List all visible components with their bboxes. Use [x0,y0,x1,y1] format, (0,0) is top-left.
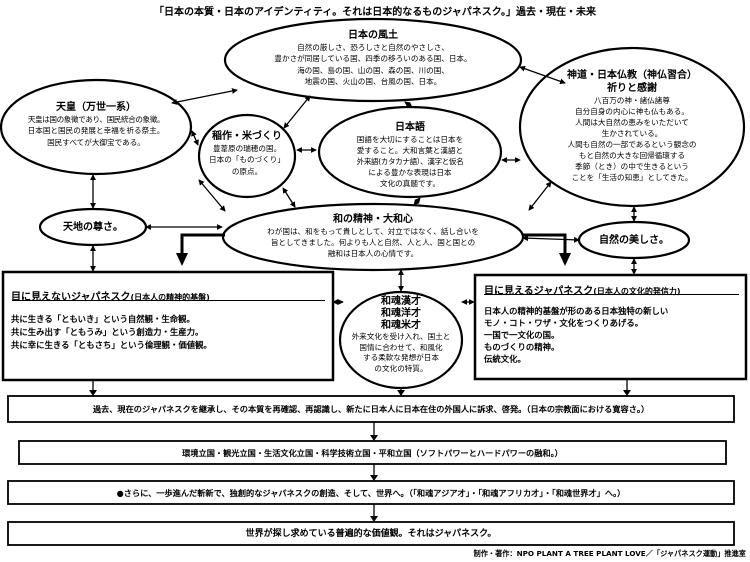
fudo-line-1: 自然の厳しさ、恐ろしさと自然のやさしさ、 [297,43,449,52]
invisible-item-3: 共に幸に生きる「ともさち」という倫理観・価値観。 [11,340,212,350]
wa-title: 和の精神・大和心 [333,214,413,225]
shinto-line-7: 季節（とき）の中で生きるという [575,162,689,171]
bar-1-text: 過去、現在のジャパネスクを継承し、その本質を再確認、再認識し、新たに日本人に日本… [92,404,650,414]
fudo-node: 日本の風土 自然の厳しさ、恐ろしさと自然のやさしさ、 豊かさが同居している国、四… [230,29,516,88]
invisible-item-1: 共に生きる「ともいき」という自然観・生命観。 [11,314,195,324]
fudo-line-4: 地震の国、火山の国、台風の国、日本。 [304,77,442,87]
inasaku-line-1: 豊葦原の瑞穂の国。 [212,144,282,153]
tenno-node: 天皇（万世一系） 天皇は国の象徴であり、国民統合の象徴。 日本国と国民の発展と幸… [2,101,190,148]
visible-title-row: 目に見えるジャパネスク(日本人の文化的発信力) [484,279,744,299]
nihongo-line-5: 文化の真髄です。 [380,179,440,188]
invisible-subtitle: (日本人の精神的基盤) [130,293,210,302]
fudo-line-2: 豊かさが同居している国、四季の移ろいのある国、日本。 [274,54,472,64]
bar-3-box [7,480,735,505]
shinto-title-2: 祈りと感謝 [607,83,657,94]
shinto-title-1: 神道・日本仏教（神仏習合） [567,70,697,81]
visible-subtitle: (日本人の文化的発信力) [593,287,681,296]
wakon-line-1: 外来文化を受け入れ、国土と [351,332,451,341]
wa-line-2: 旨としてきました。何よりも人と自然、人と人、国と国との [270,238,476,247]
bar-4-box [7,521,735,546]
visible-item-5: 伝統文化。 [484,354,526,364]
shinto-ellipse [518,46,746,208]
inasaku-title: 稲作・米づくり [212,131,282,142]
bar-1-box [7,395,735,423]
visible-title: 目に見えるジャパネスク [484,286,594,297]
visible-item-2: モノ・コト・ワザ・文化をつくりあげる。 [484,318,644,328]
visible-item-3: 一国で一文化の国。 [484,330,560,340]
shinto-line-1: 八百万の神・諸仏諸尊 [594,96,670,105]
bar-2-box [18,440,727,465]
inasaku-line-3: の原点。 [231,166,263,176]
elbow-arrowheads [176,253,571,266]
shizen-node: 自然の美しさ。 [599,235,669,246]
down-arrows [92,380,628,517]
fudo-line-3: 海の国、島の国、山の国、森の国、川の国、 [297,65,449,75]
visible-title-underline [484,294,739,295]
wakon-node: 和魂漢才 和魂洋才 和魂米才 外来文化を受け入れ、国土と 国情に合わせて、和風化… [346,296,456,374]
nihongo-line-3: 外来語(カタカナ語）、漢字と仮名 [356,157,464,166]
shinto-line-8: ことを「生活の知恵」としてきた。 [571,173,693,182]
visible-items: 日本人の精神的基盤が形のある日本独特の新しい モノ・コト・ワザ・文化をつくりあげ… [484,305,744,365]
footer-credit: 制作・著作：NPO PLANT A TREE PLANT LOVE／「ジャパネス… [473,549,747,558]
wakon-title-1: 和魂漢才 [381,296,421,307]
tenno-ellipse [0,78,193,176]
down-arrowheads [89,390,631,522]
fudo-title: 日本の風土 [348,30,398,41]
inasaku-line-2: 日本の「ものづくり」 [209,155,285,165]
nihongo-title: 日本語 [395,122,425,133]
bar-2-text: 環境立国・観光立国・生活文化立国・科学技術立国・平和立国（ソフトパワーとハードパ… [182,448,563,458]
shinto-node: 神道・日本仏教（神仏習合） 祈りと感謝 八百万の神・諸仏諸尊 自分自身の内心に神… [522,69,742,183]
invisible-title-row: 目に見えないジャパネスク(日本人の精神的基盤) [11,285,329,305]
wakon-line-4: の文化の特質。 [374,363,428,373]
shinto-line-6: もと自然の大きな回帰循環する [578,151,686,160]
bar-3-text: ●さらに、一歩進んだ斬新で、独創的なジャパネスクの創造、そして、世界へ。（「和魂… [116,488,626,498]
visible-item-4: ものづくりの精神。 [484,342,560,352]
tenno-title: 天皇（万世一系） [56,102,136,113]
wakon-line-2: 国情に合わせて、和風化 [359,342,443,352]
elbow-arrows [180,233,567,254]
tenno-line-2: 日本国と国民の発展と幸福を祈る祭主。 [27,126,165,136]
wa-line-1: わが国は、和をもって貴しとして、対立ではなく、話し合いを [267,227,479,236]
shinto-line-3: 人間は大自然の恵みをいただいて [575,118,689,127]
inasaku-ellipse [197,113,297,199]
wa-line-3: 融和は日本人の心情です。 [327,249,419,258]
connector-arrows [90,65,637,305]
invisible-box [1,270,335,382]
invisible-item-2: 共に生み出す「ともうみ」という創造力・生産力。 [11,327,204,337]
inasaku-node: 稲作・米づくり 豊葦原の瑞穂の国。 日本の「ものづくり」 の原点。 [199,130,295,177]
wakon-line-3: する柔軟な発想が日本 [363,353,439,362]
nihongo-line-1: 国語を大切にすることは日本を [356,135,464,144]
shinto-line-4: 生かされている。 [601,129,663,138]
tenno-line-1: 天皇は国の象徴であり、国民統合の象徴。 [27,115,165,124]
wakon-title-2: 和魂洋才 [381,308,421,319]
visible-box [473,273,748,381]
invisible-title-underline [12,300,325,301]
fudo-ellipse [223,17,523,103]
nihongo-line-4: による豊かな表現は日本 [368,168,452,177]
nihongo-node: 日本語 国語を大切にすることは日本を 愛すること。大和言葉と漢語と 外来語(カタ… [330,121,490,189]
shinto-line-5: 人間も自然の一部であるという観念の [567,140,697,149]
invisible-title: 目に見えないジャパネスク [11,292,131,303]
invisible-items: 共に生きる「ともいき」という自然観・生命観。 共に生み出す「ともうみ」という創造… [11,313,329,352]
nihongo-line-2: 愛すること。大和言葉と漢語と [356,146,464,155]
shinto-line-2: 自分自身の内心に神も仏もある。 [575,107,689,116]
wa-node: 和の精神・大和心 わが国は、和をもって貴しとして、対立ではなく、話し合いを 旨と… [228,213,518,259]
page-title: 「日本の本質・日本のアイデンティティ。それは日本的なるものジャパネスク。」過去・… [154,7,596,18]
tenchi-node: 天地の尊さ。 [63,222,123,233]
visible-item-1: 日本人の精神的基盤が形のある日本独特の新しい [484,306,669,316]
tenno-line-3: 国民すべてが大御宝である。 [47,137,145,147]
bar-4-text: 世界が探し求めている普遍的な価値観。それはジャパネスク。 [245,529,497,539]
wakon-title-3: 和魂米才 [381,320,421,331]
